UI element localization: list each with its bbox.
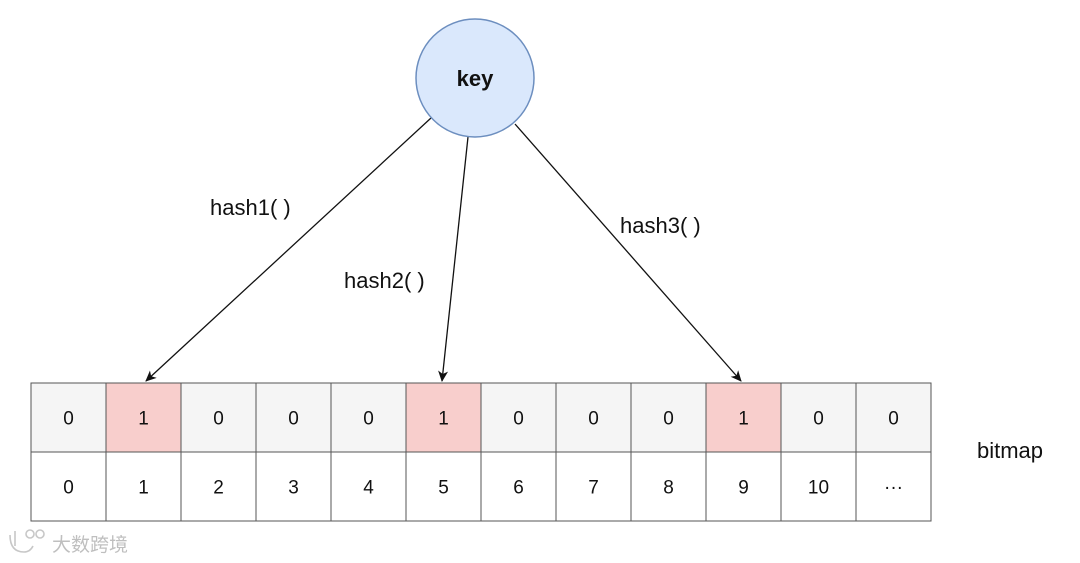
bit-index-cell bbox=[630, 451, 707, 522]
bit-index-value: ··· bbox=[884, 478, 903, 499]
bit-cell bbox=[555, 382, 632, 453]
bit-index-value: 5 bbox=[438, 478, 449, 499]
bit-index-cell bbox=[255, 451, 332, 522]
watermark-text: 大数跨境 bbox=[52, 534, 128, 556]
bit-value: 0 bbox=[213, 409, 224, 430]
bit-value: 1 bbox=[438, 409, 449, 430]
bit-index-cell bbox=[30, 451, 107, 522]
bit-index-value: 7 bbox=[588, 478, 599, 499]
hash-arrows bbox=[145, 117, 742, 382]
bit-index-cell bbox=[405, 451, 482, 522]
bit-index-cell bbox=[855, 451, 932, 522]
bit-index-value: 1 bbox=[138, 478, 149, 499]
hash3-arrow bbox=[514, 123, 742, 382]
hash3-label: hash3( ) bbox=[620, 213, 701, 238]
bit-index-cell bbox=[705, 451, 782, 522]
key-node: key bbox=[415, 18, 535, 138]
bit-index-value: 4 bbox=[363, 478, 374, 499]
hash2-label: hash2( ) bbox=[344, 268, 425, 293]
watermark-logo-icon bbox=[9, 529, 45, 553]
bit-cell bbox=[30, 382, 107, 453]
bit-value: 1 bbox=[738, 409, 749, 430]
bit-index-value: 0 bbox=[63, 478, 74, 499]
bit-value: 0 bbox=[363, 409, 374, 430]
bit-cell bbox=[705, 382, 782, 453]
key-circle bbox=[415, 18, 535, 138]
bit-index-cell bbox=[330, 451, 407, 522]
bit-index-value: 10 bbox=[808, 478, 829, 499]
hash2-arrow bbox=[438, 136, 469, 382]
hash1-label: hash1( ) bbox=[210, 195, 291, 220]
hash1-arrow bbox=[145, 117, 432, 382]
bit-index-value: 3 bbox=[288, 478, 299, 499]
bit-index-value: 6 bbox=[513, 478, 524, 499]
bit-cell bbox=[855, 382, 932, 453]
bit-index-cell bbox=[180, 451, 257, 522]
bit-value: 0 bbox=[813, 409, 824, 430]
bit-index-cell bbox=[555, 451, 632, 522]
bit-index-cell bbox=[480, 451, 557, 522]
bit-index-value: 8 bbox=[663, 478, 674, 499]
bit-value: 0 bbox=[288, 409, 299, 430]
bit-index-value: 9 bbox=[738, 478, 749, 499]
watermark: 大数跨境 bbox=[9, 529, 128, 556]
bit-cell bbox=[630, 382, 707, 453]
bit-index-cell bbox=[780, 451, 857, 522]
bitmap-bit-row: 0 1 0 0 0 1 0 0 0 1 0 0 bbox=[30, 382, 932, 453]
bitmap-index-row: 0 1 2 3 4 5 6 7 8 9 10 ··· bbox=[30, 451, 932, 522]
bit-value: 0 bbox=[588, 409, 599, 430]
bitmap-label: bitmap bbox=[977, 438, 1043, 463]
bit-cell bbox=[480, 382, 557, 453]
key-label: key bbox=[457, 66, 494, 91]
bit-cell bbox=[105, 382, 182, 453]
bit-cell bbox=[180, 382, 257, 453]
bit-value: 0 bbox=[513, 409, 524, 430]
bit-value: 0 bbox=[888, 409, 899, 430]
bit-index-value: 2 bbox=[213, 478, 224, 499]
bit-index-cell bbox=[105, 451, 182, 522]
bit-value: 0 bbox=[663, 409, 674, 430]
bit-value: 1 bbox=[138, 409, 149, 430]
bit-value: 0 bbox=[63, 409, 74, 430]
